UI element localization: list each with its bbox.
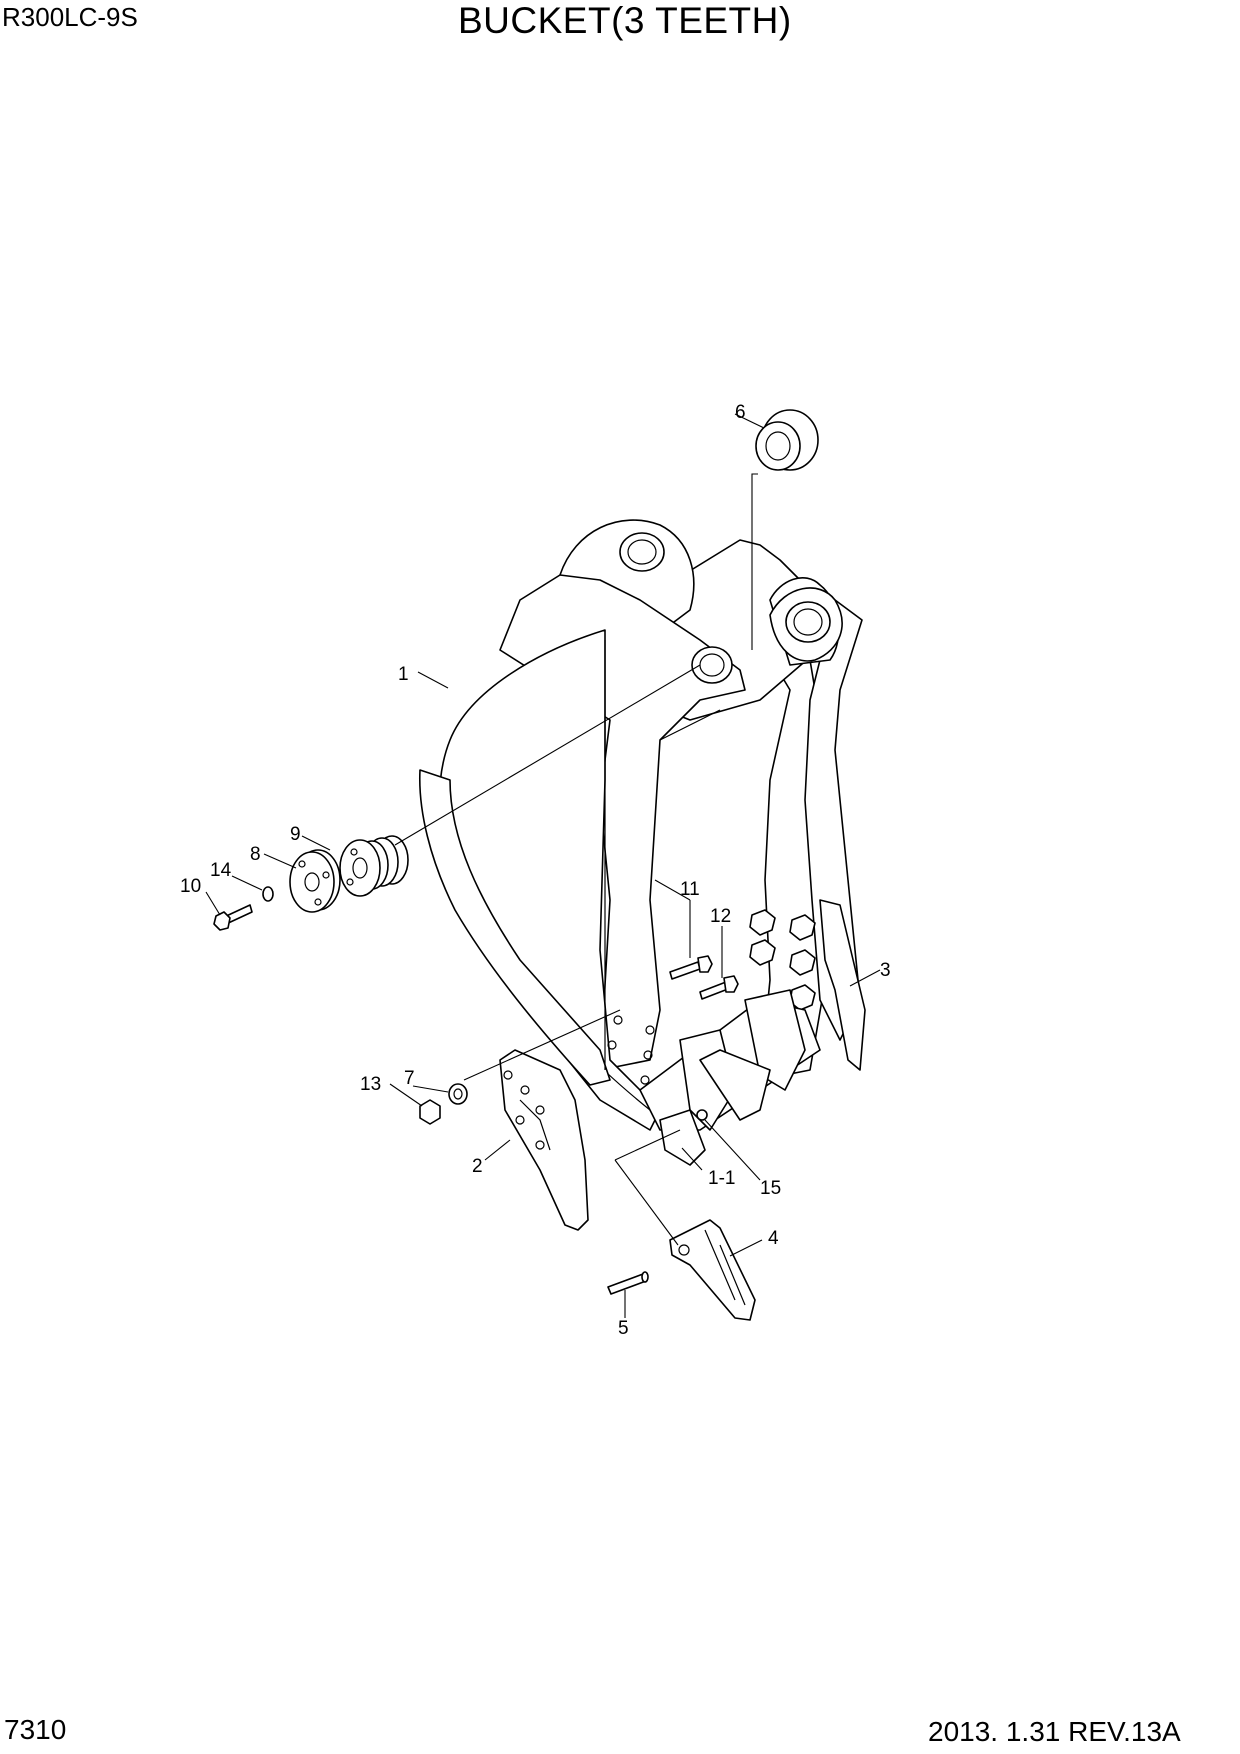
bolt-12 <box>699 975 739 1000</box>
tooth-pin <box>607 1271 649 1295</box>
leader-lines <box>205 413 881 1318</box>
pin-spacer <box>339 835 409 897</box>
bolt-15 <box>696 1109 708 1121</box>
tooth-point <box>669 1219 756 1321</box>
callout-10: 10 <box>180 876 201 897</box>
callout-3: 3 <box>880 960 891 981</box>
callout-9: 9 <box>290 824 301 845</box>
callout-5: 5 <box>618 1318 629 1339</box>
page-title: BUCKET(3 TEETH) <box>458 0 792 41</box>
bucket-body <box>418 519 863 1166</box>
washer-7 <box>448 1083 468 1105</box>
callout-8: 8 <box>250 844 261 865</box>
bushing <box>755 409 819 471</box>
callout-2: 2 <box>472 1156 483 1177</box>
callout-4: 4 <box>768 1228 779 1249</box>
callout-12: 12 <box>710 906 731 927</box>
nut-13 <box>419 1099 441 1125</box>
callout-11: 11 <box>680 879 700 900</box>
callout-1-1: 1-1 <box>708 1168 735 1189</box>
callout-1: 1 <box>398 664 409 685</box>
bolt-10 <box>213 904 253 931</box>
callout-6: 6 <box>735 402 746 423</box>
callout-14: 14 <box>210 860 232 881</box>
bolt-11 <box>669 955 713 980</box>
model-code: R300LC-9S <box>2 2 138 32</box>
callout-labels: 1 6 9 8 14 10 11 12 3 7 13 2 1-1 15 4 5 <box>180 402 891 1339</box>
callout-13: 13 <box>360 1074 381 1095</box>
page-number: 7310 <box>4 1714 67 1745</box>
callout-7: 7 <box>404 1068 415 1089</box>
callout-15: 15 <box>760 1178 781 1199</box>
pin-plate <box>289 849 341 913</box>
washer-14 <box>262 886 274 902</box>
side-cutter-right <box>819 899 866 1071</box>
side-cutter-left <box>499 1049 589 1231</box>
revision-date: 2013. 1.31 REV.13A <box>928 1716 1181 1747</box>
